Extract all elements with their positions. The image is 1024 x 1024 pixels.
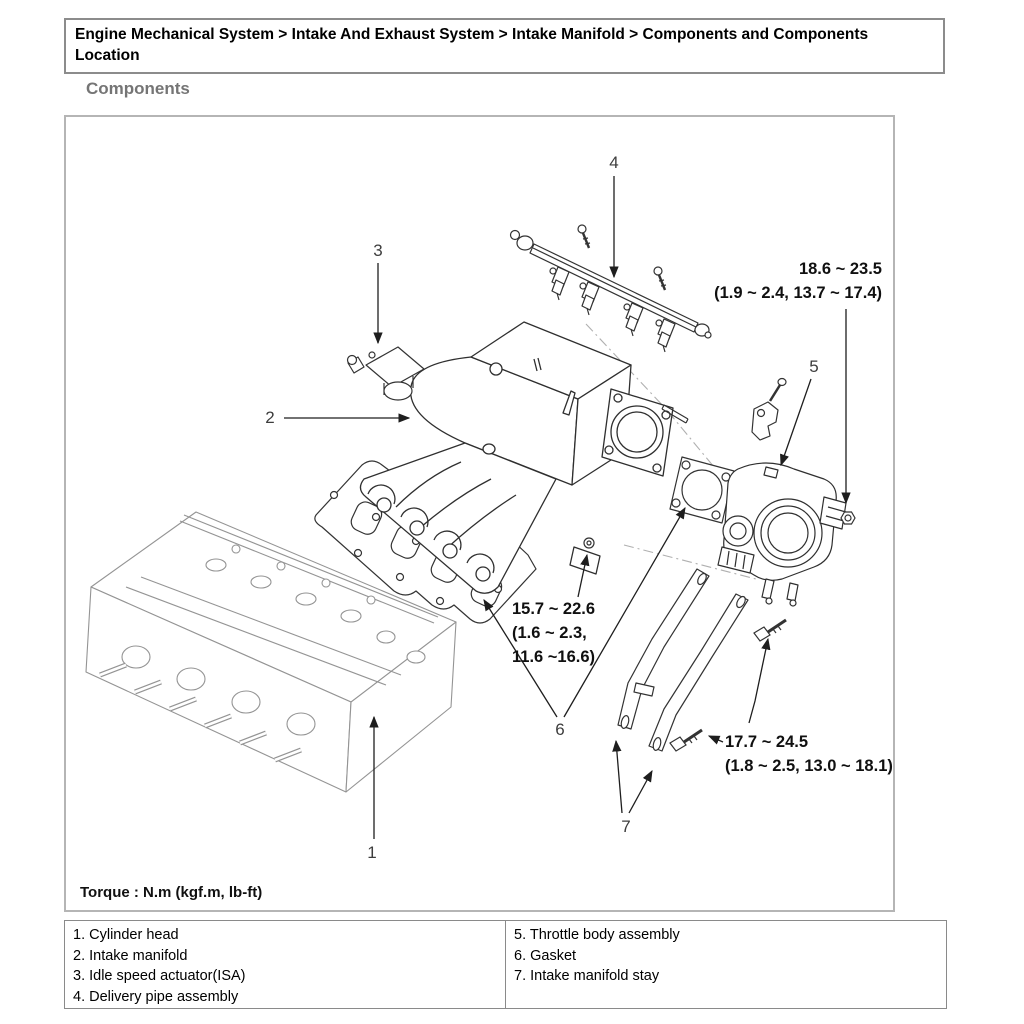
breadcrumb-text: Engine Mechanical System > Intake And Ex…: [75, 26, 869, 64]
callout-7-leader: [612, 739, 653, 814]
mount-nut-drawing: [583, 511, 856, 549]
legend-item: 4. Delivery pipe assembly: [73, 988, 239, 1005]
intake-manifold-drawing: [359, 321, 674, 594]
legend-column-left: 1. Cylinder head 2. Intake manifold 3. I…: [65, 921, 506, 1008]
throttle-gasket-drawing: [669, 456, 735, 524]
callout-7: 7: [619, 817, 633, 837]
torque-value: 11.6 ~16.6): [512, 648, 596, 666]
torque-value: 17.7 ~ 24.5: [725, 733, 809, 751]
torque-stay-leader: [707, 637, 771, 745]
callout-5: 5: [807, 357, 821, 377]
breadcrumb: Engine Mechanical System > Intake And Ex…: [64, 18, 945, 74]
components-diagram: 4 3 2 5 6 1 7 18.6 ~ 23.5 (1.9 ~ 2.4, 13…: [64, 115, 895, 912]
torque-units-note: Torque : N.m (kgf.m, lb-ft): [80, 884, 263, 901]
callout-1: 1: [365, 843, 379, 863]
throttle-body-drawing: [717, 462, 847, 607]
idle-speed-actuator-drawing: [346, 346, 425, 401]
torque-value: 18.6 ~ 23.5: [798, 260, 882, 278]
callout-2: 2: [263, 408, 277, 428]
torque-annotation-manifold: 15.7 ~ 22.6 (1.6 ~ 2.3, 11.6 ~16.6): [512, 597, 595, 669]
torque-annotation-throttle-body: 18.6 ~ 23.5 (1.9 ~ 2.4, 13.7 ~ 17.4): [714, 257, 882, 305]
torque-value: (1.8 ~ 2.5, 13.0 ~ 18.1): [725, 757, 893, 775]
cylinder-head-drawing: [85, 511, 457, 793]
torque-annotation-stay: 17.7 ~ 24.5 (1.8 ~ 2.5, 13.0 ~ 18.1): [725, 730, 893, 778]
callout-leaders: [284, 176, 851, 839]
torque-value: (1.9 ~ 2.4, 13.7 ~ 17.4): [714, 284, 882, 302]
exploded-view-drawing: [85, 176, 856, 839]
legend-table: 1. Cylinder head 2. Intake manifold 3. I…: [64, 920, 947, 1009]
legend-item: 1. Cylinder head: [73, 927, 179, 943]
legend-column-right: 5. Throttle body assembly 6. Gasket 7. I…: [506, 921, 946, 1008]
section-title: Components: [86, 79, 190, 98]
callout-6: 6: [553, 720, 567, 740]
callout-4: 4: [607, 153, 621, 173]
legend-item: 2. Intake manifold: [73, 947, 188, 964]
manifold-stay-drawing: [617, 568, 749, 752]
torque-value: (1.6 ~ 2.3,: [512, 624, 587, 642]
delivery-pipe-drawing: [509, 223, 712, 353]
callout-3: 3: [371, 241, 385, 261]
torque-im-leader: [577, 553, 590, 598]
callout-6-leader: [483, 506, 686, 718]
torque-value: 15.7 ~ 22.6: [512, 600, 596, 618]
dowel-pin-drawing: [661, 404, 689, 424]
legend-item: 5. Throttle body assembly: [514, 927, 680, 943]
callout-5-leader: [780, 378, 812, 467]
legend-item: 3. Idle speed actuator(ISA): [73, 968, 246, 984]
legend-item: 7. Intake manifold stay: [514, 968, 660, 984]
legend-item: 6. Gasket: [514, 947, 577, 964]
bracket-drawing: [751, 377, 787, 441]
